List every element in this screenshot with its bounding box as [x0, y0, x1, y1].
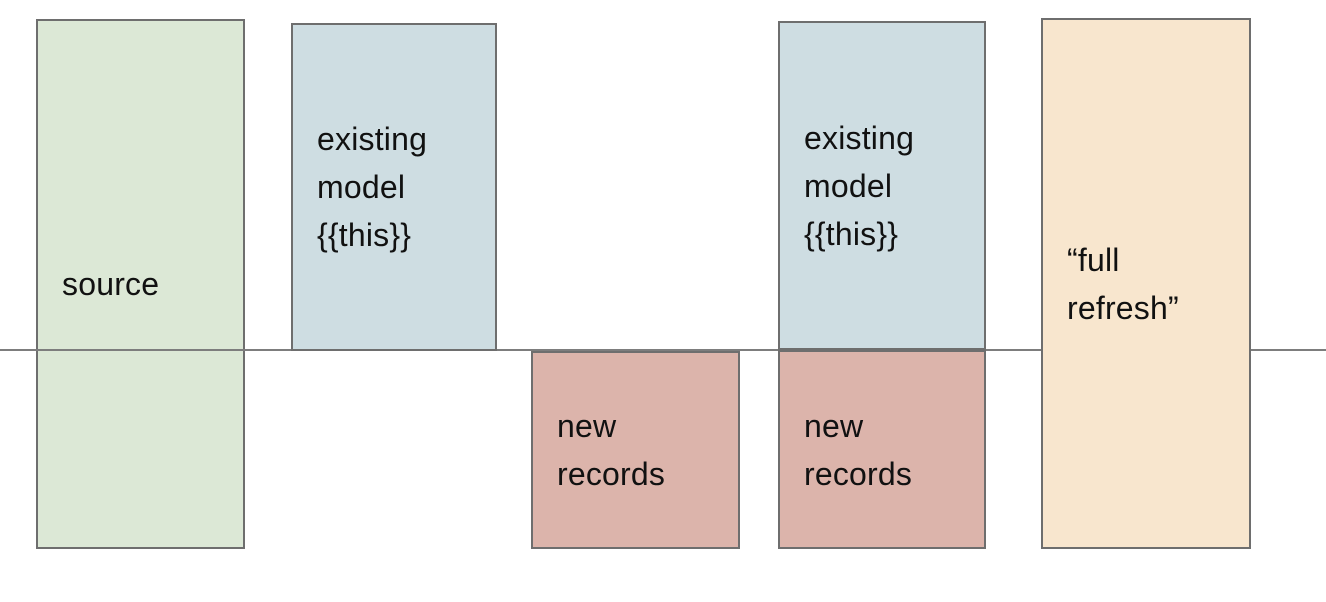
box-label: source — [62, 266, 160, 302]
box-label: new records — [804, 407, 913, 492]
existing-model-box-1: existing model {{this}} — [291, 23, 497, 351]
box-label: existing model {{this}} — [317, 121, 428, 253]
box-label: new records — [557, 408, 666, 492]
box-label: existing model {{this}} — [804, 119, 915, 252]
new-records-box-2: new records — [778, 350, 986, 549]
full-refresh-box: “full refresh” — [1041, 18, 1251, 549]
new-records-box-1: new records — [531, 351, 740, 549]
box-label: “full refresh” — [1067, 241, 1179, 326]
existing-model-box-2: existing model {{this}} — [778, 21, 986, 350]
source-box: source — [36, 19, 245, 549]
baseline-divider — [0, 349, 1326, 351]
